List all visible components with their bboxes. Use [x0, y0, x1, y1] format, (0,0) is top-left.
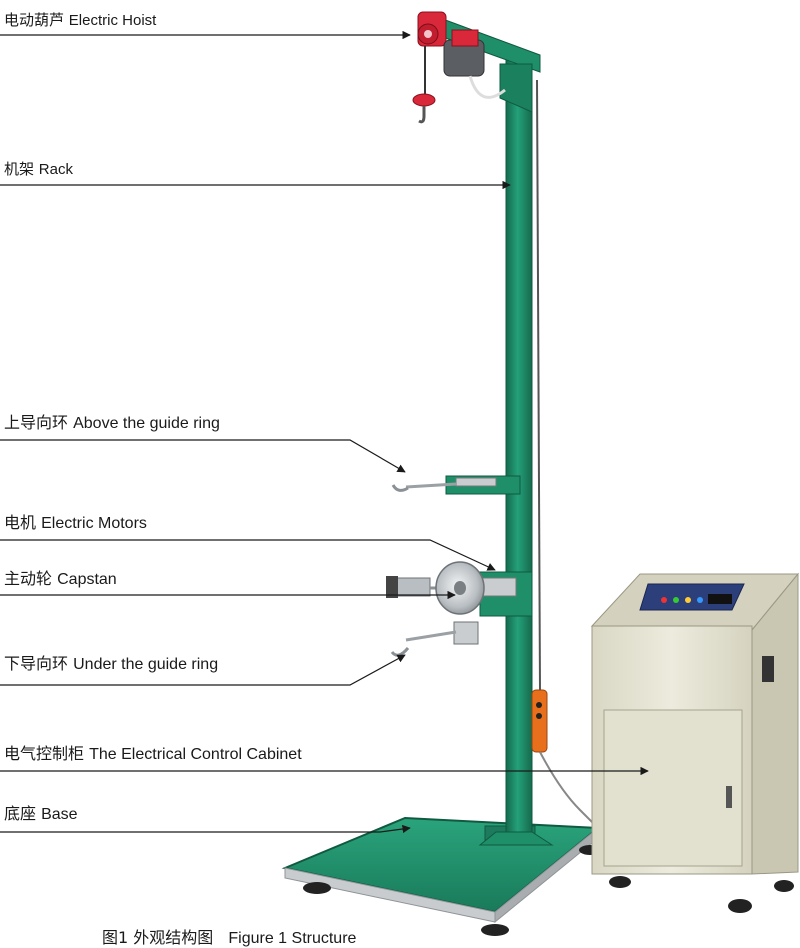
figure-caption-en: Figure 1 Structure: [228, 930, 357, 947]
label-control-cabinet-cn: 电气控制柜: [4, 744, 85, 763]
above-guide-ring: [391, 475, 521, 495]
label-base-en: Base: [41, 806, 78, 823]
label-electric-hoist: 电动葫芦 Electric Hoist: [4, 11, 157, 29]
label-electric-hoist-cn: 电动葫芦: [4, 11, 65, 29]
control-cabinet-icon: [590, 572, 800, 913]
pendant-control-icon: [531, 689, 599, 829]
label-above-guide-ring-en: Above the guide ring: [73, 415, 220, 432]
electric-hoist-icon: [417, 11, 506, 99]
label-electric-motors-cn: 电机: [4, 513, 37, 532]
leader-lines: [0, 30, 649, 834]
label-electric-motors: 电机 Electric Motors: [4, 515, 147, 532]
capstan-assembly: [386, 561, 533, 617]
label-under-guide-ring: 下导向环 Under the guide ring: [4, 656, 218, 673]
label-control-cabinet: 电气控制柜 The Electrical Control Cabinet: [4, 746, 302, 763]
label-rack-en: Rack: [38, 161, 73, 178]
label-electric-motors-en: Electric Motors: [41, 515, 147, 532]
label-above-guide-ring: 上导向环 Above the guide ring: [4, 415, 220, 432]
under-guide-ring: [390, 621, 479, 657]
figure-caption: 图1 外观结构图 Figure 1 Structure: [102, 924, 356, 948]
label-rack-cn: 机架: [4, 160, 35, 178]
label-base-cn: 底座: [4, 804, 37, 823]
hook-icon: [412, 93, 436, 124]
label-rack: 机架 Rack: [4, 160, 73, 178]
label-electric-hoist-en: Electric Hoist: [68, 12, 157, 29]
label-under-guide-ring-en: Under the guide ring: [73, 656, 219, 673]
label-under-guide-ring-cn: 下导向环: [4, 654, 69, 673]
label-base: 底座 Base: [4, 806, 78, 823]
label-control-cabinet-en: The Electrical Control Cabinet: [89, 746, 302, 763]
figure-caption-cn: 图1 外观结构图: [102, 928, 214, 947]
base-platform: [281, 816, 601, 936]
label-above-guide-ring-cn: 上导向环: [4, 413, 69, 432]
label-capstan-cn: 主动轮: [4, 569, 53, 588]
capstan-wheel-icon: [435, 561, 485, 615]
label-capstan-en: Capstan: [57, 571, 117, 588]
label-capstan: 主动轮 Capstan: [4, 571, 117, 588]
